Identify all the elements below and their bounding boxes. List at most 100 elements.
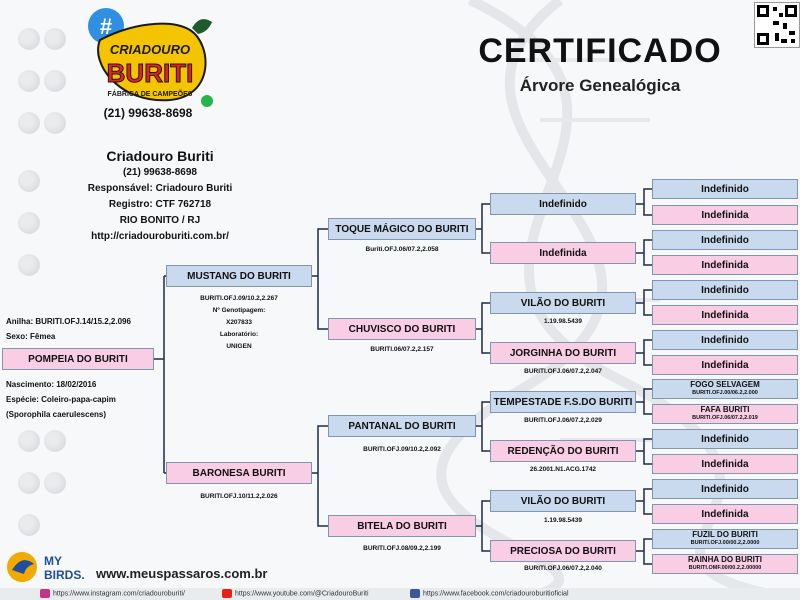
father-lab: UNIGEN: [226, 343, 252, 350]
breeder-responsible: Responsável: Criadouro Buriti: [87, 183, 233, 194]
bird-watermark-icon: [18, 472, 40, 494]
gen2-code-3: BURITI.OFJ.08/09.2,2.199: [363, 545, 441, 552]
gen4-code-14: BURITI.OFJ.00/00.2,2.0000: [690, 540, 760, 546]
gen4-box-12: Indefinido: [652, 479, 798, 499]
father-box: MUSTANG DO BURITI: [166, 265, 312, 287]
gen4-box-1: Indefinida: [652, 205, 798, 225]
gen2-code-0: Buriti.OFJ.06/07.2,2.058: [365, 246, 439, 253]
youtube-link[interactable]: https://www.youtube.com/@CriadouroBuriti: [222, 589, 369, 598]
breeder-city: RIO BONITO / RJ: [119, 215, 201, 226]
gen4-box-4: Indefinido: [652, 280, 798, 300]
gen3-code-6: 1.19.98.5439: [544, 517, 582, 524]
bird-watermark-icon: [18, 70, 40, 92]
gen4-name-9: FAFA BURITI: [700, 405, 750, 414]
gen3-code-5: 26.2001.N1.ACG.1742: [529, 466, 597, 473]
mother-box: BARONESA BURITI: [166, 462, 312, 484]
gen4-box-2: Indefinido: [652, 230, 798, 250]
father-genotype: X207833: [225, 319, 253, 326]
gen2-box-2: PANTANAL DO BURITI: [328, 415, 476, 437]
bird-watermark-icon: [18, 254, 40, 276]
subject-name-box: POMPEIA DO BURITI: [2, 348, 154, 370]
social-footer-bar: https://www.instagram.com/criadouroburit…: [0, 588, 800, 600]
gen3-box-6: VILÃO DO BURITI: [490, 490, 636, 512]
logo-tagline: FÁBRICA DE CAMPEÕES: [108, 89, 193, 98]
gen3-box-0: Indefinido: [490, 193, 636, 215]
mybirds-logo: MY BIRDS.: [6, 548, 96, 591]
bird-watermark-icon: [44, 70, 66, 92]
subject-species: Espécie: Coleiro-papa-capim: [6, 395, 116, 404]
gen4-box-15: RAINHA DO BURITI BURITI.OMF.00/00.2,2.00…: [652, 554, 798, 574]
bird-watermark-icon: [44, 112, 66, 134]
bird-watermark-icon: [18, 430, 40, 452]
gen3-code-2: 1.19.98.5439: [544, 318, 582, 325]
gen4-box-3: Indefinida: [652, 255, 798, 275]
father-lab-label: Laboratório:: [219, 331, 259, 338]
bird-watermark-icon: [18, 112, 40, 134]
facebook-url: https://www.facebook.com/criadouroburiti…: [423, 590, 569, 598]
subject-scientific-name: (Sporophila caerulescens): [6, 410, 107, 419]
youtube-url: https://www.youtube.com/@CriadouroBuriti: [235, 590, 369, 598]
gen4-box-6: Indefinido: [652, 330, 798, 350]
gen4-box-7: Indefinida: [652, 355, 798, 375]
instagram-link[interactable]: https://www.instagram.com/criadouroburit…: [40, 589, 185, 598]
subject-birth: Nascimento: 18/02/2016: [6, 380, 97, 389]
mybirds-bottom: BIRDS.: [44, 568, 85, 582]
father-details: BURITI.OFJ.09/10.2,2.267 Nº Genotipagem:…: [166, 293, 312, 353]
gen4-box-14: FUZIL DO BURITI BURITI.OFJ.00/00.2,2.000…: [652, 529, 798, 549]
gen4-code-9: BURITI.OFJ.06/07.2,2.019: [692, 415, 758, 421]
gen4-box-11: Indefinida: [652, 454, 798, 474]
logo-hash: #: [100, 14, 112, 39]
gen4-code-15: BURITI.OMF.00/00.2,2.00000: [688, 565, 762, 571]
bird-watermark-icon: [44, 472, 66, 494]
logo-phone: (21) 99638-8698: [104, 106, 193, 120]
breeder-phone: (21) 99638-8698: [123, 167, 197, 178]
logo-graphic: # CRIADOURO BURITI FÁBRICA DE CAMPEÕES (…: [88, 8, 213, 120]
gen4-box-5: Indefinida: [652, 305, 798, 325]
gen3-box-5: REDENÇÃO DO BURITI: [490, 440, 636, 462]
gen4-box-13: Indefinida: [652, 504, 798, 524]
certificate-subtitle: Árvore Genealógica: [519, 76, 681, 95]
qr-code: [754, 2, 800, 48]
bird-watermark-icon: [18, 28, 40, 50]
bird-watermark-icon: [18, 514, 40, 536]
mother-code: BURITI.OFJ.10/11.2,2.026: [200, 493, 278, 500]
logo-line2: BURITI: [107, 58, 194, 88]
gen2-box-3: BITELA DO BURITI: [328, 515, 476, 537]
gen3-code-7: BURITI.OFJ.06/07.2,2.040: [524, 565, 602, 572]
gen4-box-10: Indefinido: [652, 429, 798, 449]
mybirds-top: MY: [44, 554, 62, 568]
gen4-name-8: FOGO SELVAGEM: [690, 380, 760, 389]
gen3-box-1: Indefinida: [490, 242, 636, 264]
footer-site-link[interactable]: www.meuspassaros.com.br: [96, 566, 268, 581]
breeder-registry: Registro: CTF 762718: [108, 199, 212, 210]
subject-sex: Sexo: Fêmea: [6, 332, 56, 341]
gen2-code-2: BURITI.OFJ.09/10.2,2.092: [363, 446, 441, 453]
bird-watermark-icon: [18, 170, 40, 192]
facebook-icon: [410, 589, 420, 598]
gen4-box-0: Indefinido: [652, 179, 798, 199]
instagram-icon: [40, 589, 50, 598]
youtube-icon: [222, 589, 232, 598]
gen3-box-4: TEMPESTADE F.S.DO BURITI: [490, 391, 636, 413]
gen3-code-3: BURITI.OFJ.06/07.2,2.047: [524, 368, 602, 375]
gen4-name-15: RAINHA DO BURITI: [688, 555, 762, 564]
bird-watermark-icon: [44, 430, 66, 452]
breeder-name: Criadouro Buriti: [106, 148, 214, 164]
mybirds-logo-graphic: MY BIRDS.: [7, 552, 85, 582]
gen3-box-7: PRECIOSA DO BURITI: [490, 540, 636, 562]
gen2-box-0: TOQUE MÁGICO DO BURITI: [328, 218, 476, 240]
bird-watermark-icon: [18, 212, 40, 234]
gen4-box-9: FAFA BURITI BURITI.OFJ.06/07.2,2.019: [652, 404, 798, 424]
father-genotype-label: Nº Genotipagem:: [212, 307, 266, 314]
instagram-url: https://www.instagram.com/criadouroburit…: [53, 590, 185, 598]
gen4-box-8: FOGO SELVAGEM BURITI.OFJ.00/06.2,2.000: [652, 379, 798, 399]
gen3-box-2: VILÃO DO BURITI: [490, 292, 636, 314]
breeder-logo: # CRIADOURO BURITI FÁBRICA DE CAMPEÕES (…: [80, 4, 220, 124]
facebook-link[interactable]: https://www.facebook.com/criadouroburiti…: [410, 589, 569, 598]
gen2-box-1: CHUVISCO DO BURITI: [328, 318, 476, 340]
gen2-code-1: BURITI.06/07.2,2.157: [370, 346, 434, 353]
logo-line1: CRIADOURO: [110, 42, 190, 57]
gen4-code-8: BURITI.OFJ.00/06.2,2.000: [692, 390, 758, 396]
breeder-url[interactable]: http://criadouroburiti.com.br/: [91, 231, 229, 242]
